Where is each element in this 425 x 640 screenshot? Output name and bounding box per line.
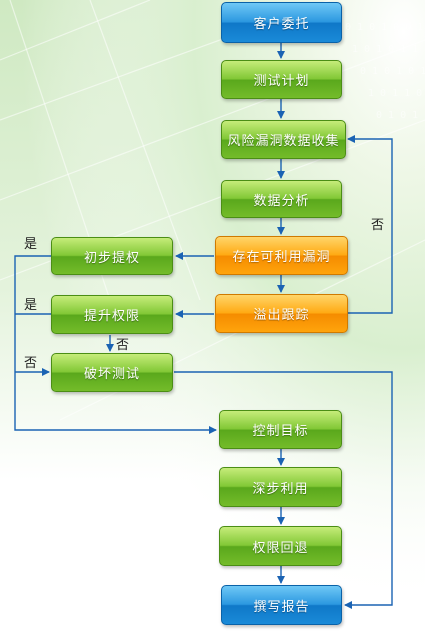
node-overflow-tracking: 溢出跟踪 — [215, 294, 348, 333]
node-initial-privilege-escalation: 初步提权 — [51, 237, 173, 275]
arrow-initial-yes-out — [14, 255, 217, 434]
node-test-plan: 测试计划 — [221, 60, 342, 99]
node-privilege-escalation: 提升权限 — [51, 295, 173, 334]
label-yes-initial: 是 — [24, 237, 38, 252]
node-vulnerability-data-collection: 风险漏洞数据收集 — [221, 120, 346, 159]
node-exploitable-vulnerability: 存在可利用漏洞 — [215, 236, 348, 275]
node-client-commission: 客户委托 — [221, 2, 342, 43]
label-no-privesc: 否 — [116, 338, 130, 353]
label-yes-privesc: 是 — [24, 298, 38, 313]
node-destructive-test: 破坏测试 — [51, 353, 173, 392]
svg-text:0 1 0 1 0 1: 0 1 0 1 0 1 — [360, 66, 425, 77]
node-deep-exploitation: 深步利用 — [219, 467, 342, 507]
node-privilege-rollback: 权限回退 — [219, 526, 342, 566]
arrow-destructive-to-report — [174, 371, 393, 609]
svg-text:0 1 0 1 0 0 1: 0 1 0 1 0 0 1 — [345, 22, 423, 33]
svg-text:1 0 1 1 0: 1 0 1 1 0 — [368, 88, 422, 99]
node-write-report: 撰写报告 — [221, 585, 342, 625]
arrow-overflow-loop-back — [347, 135, 393, 314]
label-no-loop: 否 — [371, 218, 385, 233]
svg-text:1 0 1 0 1 1 0: 1 0 1 0 1 1 0 — [352, 44, 425, 55]
node-control-target: 控制目标 — [219, 410, 342, 449]
svg-text:0 1 0 1: 0 1 0 1 — [376, 110, 418, 121]
node-data-analysis: 数据分析 — [221, 180, 342, 218]
label-no-destructive: 否 — [24, 356, 38, 371]
